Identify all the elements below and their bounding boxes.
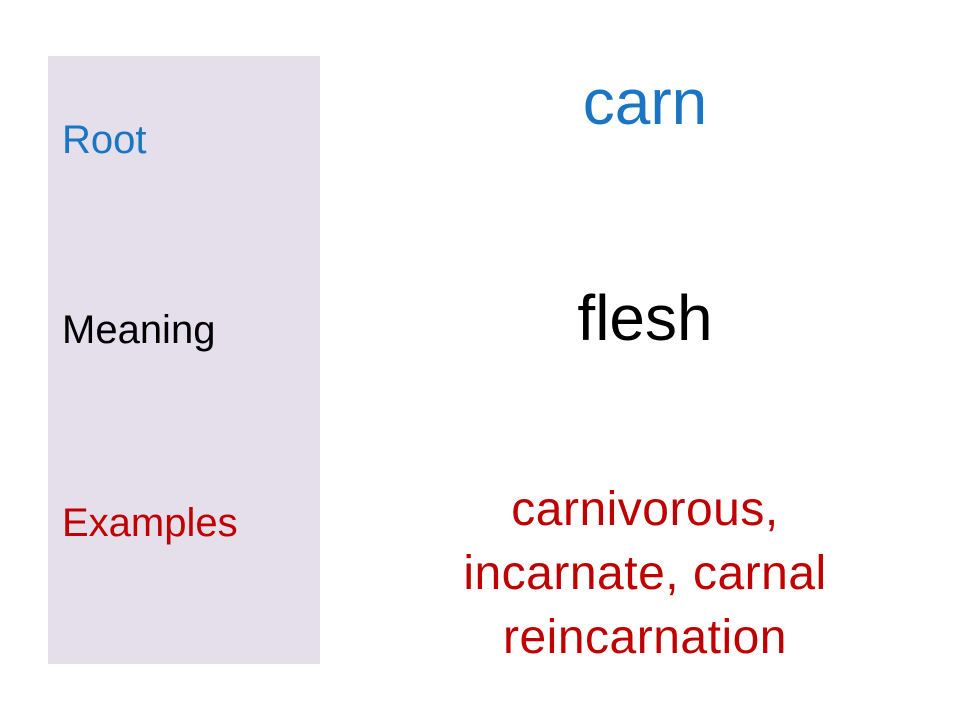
example-line: carnivorous, [511, 483, 779, 536]
example-line: reincarnation [503, 611, 787, 664]
examples-list: carnivorous, incarnate, carnal reincarna… [330, 478, 960, 670]
root-value: carn [582, 66, 708, 138]
example-line: incarnate, carnal [463, 547, 827, 600]
label-panel [48, 56, 320, 664]
meaning-value: flesh [577, 282, 713, 354]
root-label: Root [62, 118, 147, 162]
meaning-label: Meaning [62, 308, 216, 352]
examples-label: Examples [62, 501, 238, 545]
